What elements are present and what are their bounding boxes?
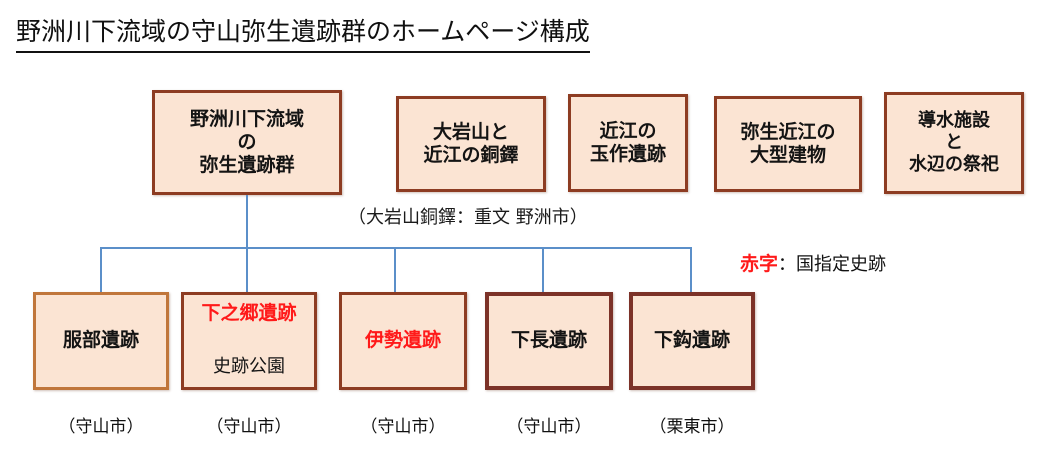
node-line: 弥生遺跡群 (199, 154, 295, 177)
node-shimomagari[interactable]: 下鈎遺跡 (629, 292, 755, 390)
node-line: の (237, 130, 257, 153)
node-line: 水辺の祭祀 (909, 153, 999, 175)
node-dosui-shisetsu[interactable]: 導水施設 と 水辺の祭祀 (884, 92, 1024, 194)
oiwayama-caption: （大岩山銅鐸：重文 野洲市） (348, 207, 588, 228)
node-line: 近江の (599, 119, 657, 142)
node-yayoi-omi-building[interactable]: 弥生近江の 大型建物 (714, 96, 862, 192)
node-line: 野洲川下流域 (189, 107, 304, 130)
node-line: と (945, 132, 963, 154)
legend-red-note: 赤字：国指定史跡 (740, 249, 886, 276)
node-line: 大型建物 (749, 144, 826, 166)
node-sub-label: 史跡公園 (213, 356, 285, 378)
node-main-label: 下鈎遺跡 (653, 329, 730, 352)
legend-red-label: 赤字 (740, 253, 779, 275)
node-line: 近江の銅鐸 (423, 144, 519, 166)
city-label-ise: （守山市） (360, 417, 446, 437)
node-line: 玉作遺跡 (589, 143, 666, 165)
node-line: 大岩山と (432, 120, 509, 143)
node-main-label: 服部遺跡 (62, 329, 139, 352)
node-ise[interactable]: 伊勢遺跡 (339, 292, 467, 390)
connector-drop-shimomagari (690, 247, 692, 293)
connector-drop-shimonaga (542, 247, 544, 293)
node-shimonaga[interactable]: 下長遺跡 (485, 292, 613, 390)
node-main-label: 伊勢遺跡 (364, 329, 441, 352)
page-title: 野洲川下流域の守山弥生遺跡群のホームページ構成 (16, 12, 590, 53)
legend-rest-label: ：国指定史跡 (778, 254, 887, 275)
connector-drop-hattori (100, 247, 102, 293)
node-hattori[interactable]: 服部遺跡 (33, 292, 169, 390)
city-label-shimomagari: （栗東市） (649, 417, 735, 437)
connector-root-stem (246, 195, 248, 248)
city-label-shimonaga: （守山市） (506, 417, 592, 437)
connector-drop-ise (394, 247, 396, 293)
city-label-shimonogo: （守山市） (206, 417, 292, 437)
node-oiwayama-dotaku[interactable]: 大岩山と 近江の銅鐸 (396, 96, 546, 192)
node-yasugawa-root[interactable]: 野洲川下流域 の 弥生遺跡群 (152, 90, 342, 195)
node-shimonogo[interactable]: 下之郷遺跡 史跡公園 (181, 292, 317, 390)
node-line: 弥生近江の (740, 120, 836, 143)
node-main-label: 下長遺跡 (510, 329, 587, 352)
node-main-label: 下之郷遺跡 (201, 302, 297, 324)
connector-drop-shimonogo (246, 247, 248, 293)
node-line: 導水施設 (918, 110, 990, 132)
city-label-hattori: （守山市） (58, 417, 144, 437)
node-omi-tamatsukuri[interactable]: 近江の 玉作遺跡 (568, 94, 688, 192)
